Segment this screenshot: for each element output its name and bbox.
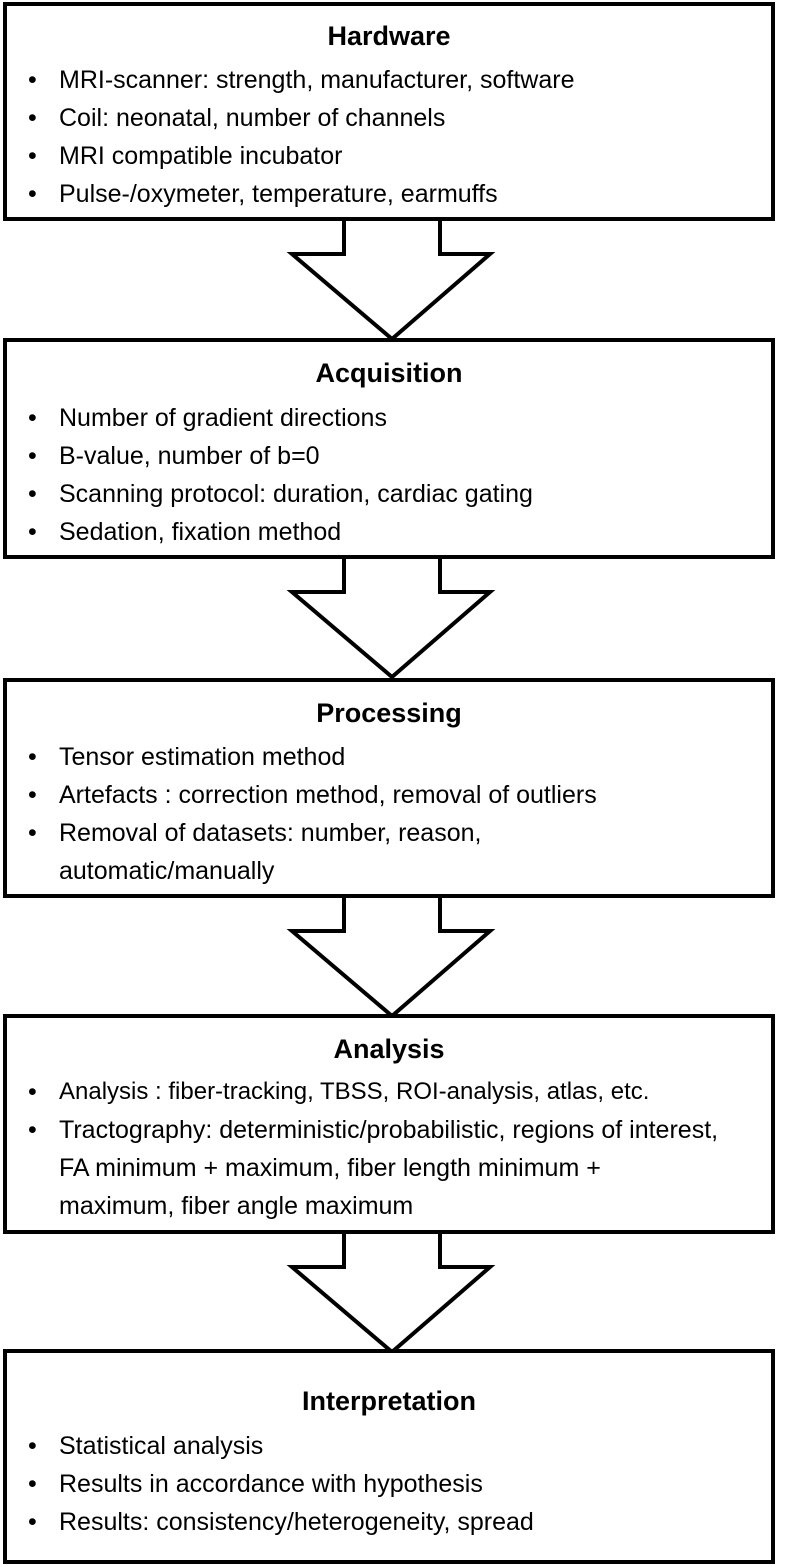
stage-item-list: Tensor estimation method Artefacts : cor… (7, 738, 771, 890)
stage-item-list: Number of gradient directions B-value, n… (7, 399, 771, 551)
stage-item: Sedation, fixation method (7, 513, 771, 551)
flow-arrow-down-icon (286, 1230, 496, 1355)
stage-item: MRI-scanner: strength, manufacturer, sof… (7, 61, 771, 99)
stage-item: Coil: neonatal, number of channels (7, 99, 771, 137)
stage-item: Results in accordance with hypothesis (7, 1465, 771, 1503)
flow-arrow-down-icon (286, 217, 496, 342)
stage-item: Tensor estimation method (7, 738, 771, 776)
stage-box-interpretation: Interpretation Statistical analysis Resu… (3, 1349, 775, 1564)
stage-title: Analysis (333, 1034, 445, 1064)
flow-arrow-down-icon (286, 894, 496, 1019)
stage-item: Tractography: deterministic/probabilisti… (7, 1111, 719, 1225)
stage-item: Results: consistency/heterogeneity, spre… (7, 1503, 771, 1541)
stage-box-analysis: Analysis Analysis : fiber-tracking, TBSS… (3, 1014, 775, 1234)
stage-item: MRI compatible incubator (7, 137, 771, 175)
stage-box-processing: Processing Tensor estimation method Arte… (3, 678, 775, 898)
stage-box-hardware: Hardware MRI-scanner: strength, manufact… (3, 2, 775, 221)
stage-item: Statistical analysis (7, 1427, 771, 1465)
stage-item-list: MRI-scanner: strength, manufacturer, sof… (7, 61, 771, 213)
stage-box-acquisition: Acquisition Number of gradient direction… (3, 338, 775, 559)
stage-item: Scanning protocol: duration, cardiac gat… (7, 475, 771, 513)
stage-item: Removal of datasets: number, reason, aut… (7, 814, 549, 890)
stage-item: Artefacts : correction method, removal o… (7, 776, 771, 814)
stage-item: Number of gradient directions (7, 399, 771, 437)
stage-item: Pulse-/oxymeter, temperature, earmuffs (7, 175, 771, 213)
stage-item: B-value, number of b=0 (7, 437, 771, 475)
stage-title: Acquisition (315, 358, 463, 388)
stage-item-list: Statistical analysis Results in accordan… (7, 1427, 771, 1541)
stage-title: Interpretation (301, 1386, 476, 1416)
flow-arrow-down-icon (286, 555, 496, 680)
stage-item-list: Analysis : fiber-tracking, TBSS, ROI-ana… (7, 1073, 771, 1225)
stage-title: Processing (316, 698, 462, 728)
stage-title: Hardware (327, 21, 451, 51)
stage-item: Analysis : fiber-tracking, TBSS, ROI-ana… (7, 1073, 771, 1111)
